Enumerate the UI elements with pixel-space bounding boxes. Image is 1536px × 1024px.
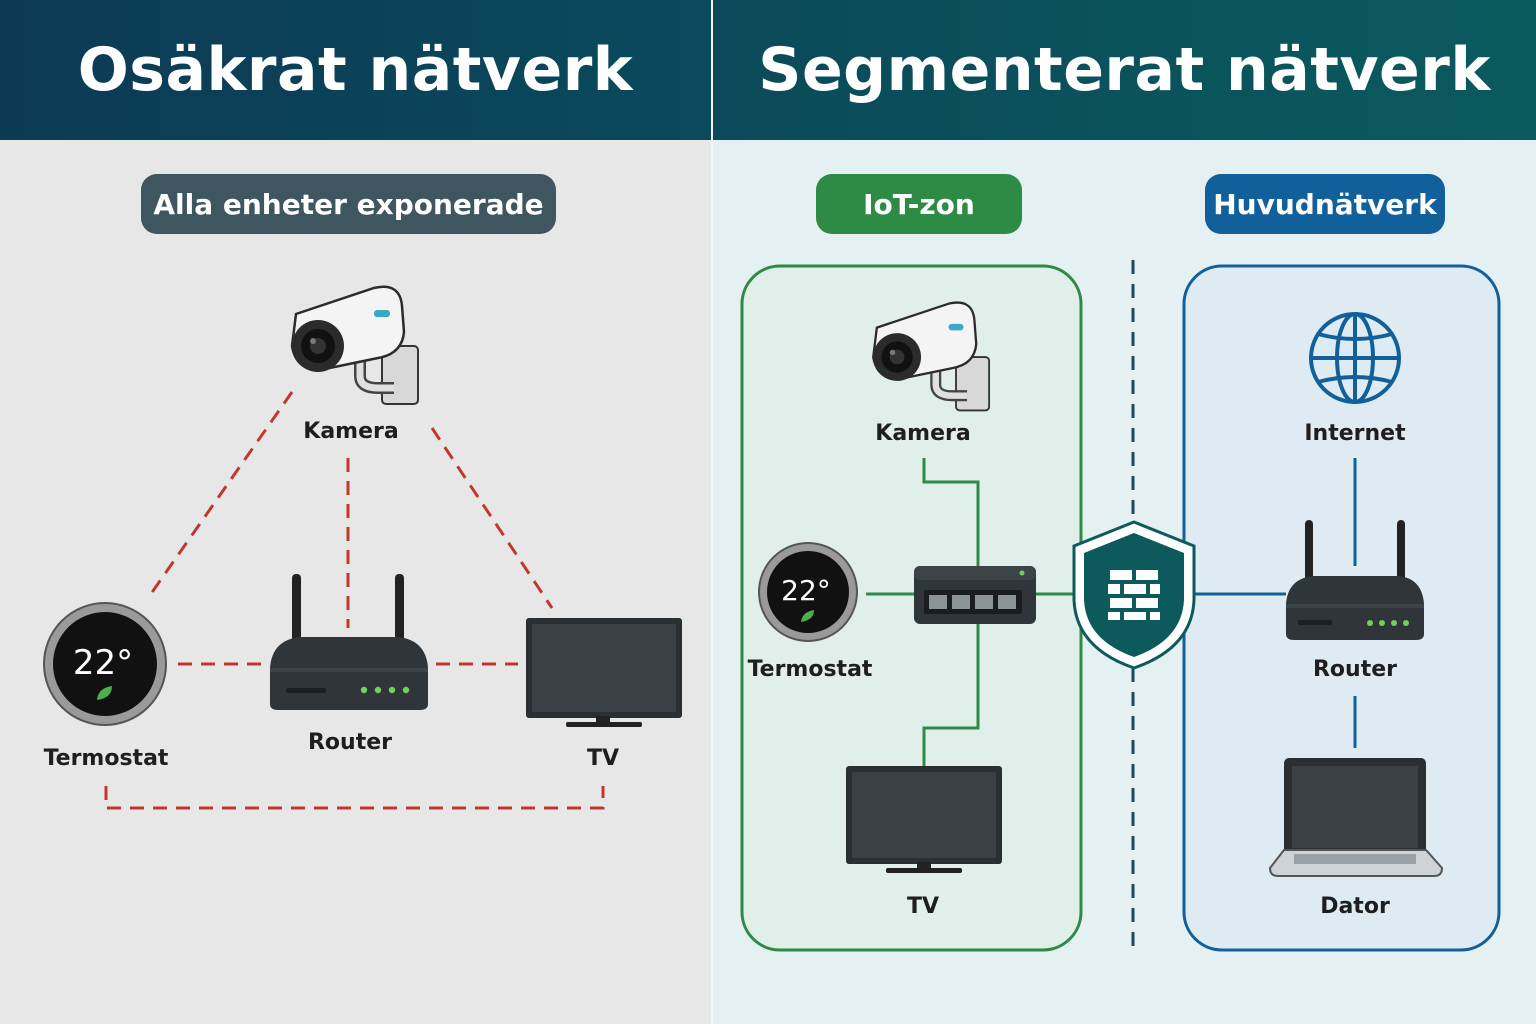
router-icon xyxy=(1286,520,1424,640)
insecure-links xyxy=(104,391,605,810)
firewall-shield-icon xyxy=(1072,520,1196,670)
left-thermostat-label: Termostat xyxy=(43,746,169,771)
computer-label: Dator xyxy=(1320,894,1390,919)
tv-icon xyxy=(526,618,682,727)
segmented-network-title: Segmenterat nätverk xyxy=(713,0,1536,140)
link-thermostat-tv xyxy=(104,786,605,810)
camera-icon xyxy=(290,285,419,405)
thermostat-reading: 22° xyxy=(781,574,831,607)
link-camera-tv xyxy=(430,427,554,609)
all-devices-exposed-badge: Alla enheter exponerade xyxy=(141,174,556,234)
left-router-label: Router xyxy=(307,730,392,755)
iot-zone-badge: IoT-zon xyxy=(816,174,1022,234)
insecure-network-title: Osäkrat nätverk xyxy=(0,0,711,140)
internet-label: Internet xyxy=(1304,421,1406,446)
link-camera-thermostat xyxy=(146,391,294,599)
main-links xyxy=(1192,458,1357,748)
insecure-network-panel xyxy=(0,0,712,1024)
thermostat-reading: 22° xyxy=(73,643,133,683)
laptop-icon xyxy=(1268,758,1444,877)
iot-tv-label: TV xyxy=(906,894,940,919)
left-camera-label: Kamera xyxy=(303,419,399,444)
iot-thermostat-label: Termostat xyxy=(747,657,873,682)
main-router-label: Router xyxy=(1312,657,1397,682)
iot-camera-label: Kamera xyxy=(875,421,971,446)
link-switch-tv xyxy=(922,624,980,766)
tv-icon xyxy=(846,766,1002,873)
panel-divider xyxy=(711,0,713,1024)
camera-icon xyxy=(872,301,991,412)
network-switch-icon xyxy=(914,566,1036,624)
globe-icon xyxy=(1309,312,1401,404)
link-camera-switch xyxy=(922,458,980,566)
thermostat-icon: 22° xyxy=(43,602,167,726)
left-tv-label: TV xyxy=(586,746,620,771)
main-network-badge: Huvudnätverk xyxy=(1205,174,1445,234)
thermostat-icon: 22° xyxy=(758,542,858,642)
router-icon xyxy=(270,574,428,710)
